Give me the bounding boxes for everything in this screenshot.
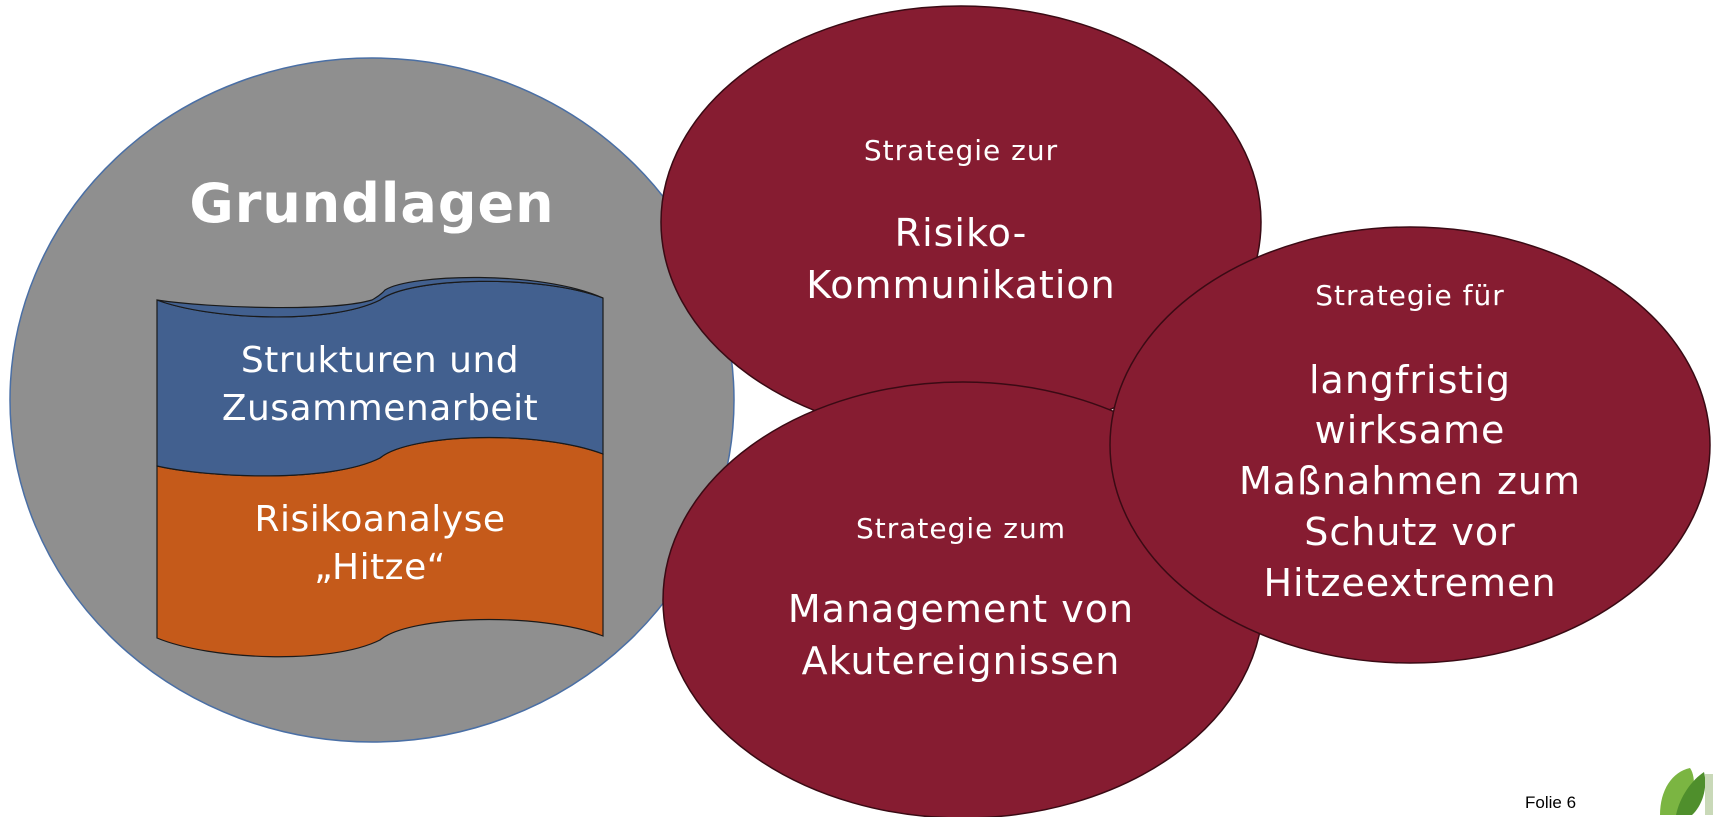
- structures-line-1: Strukturen und: [241, 340, 519, 381]
- strategy-title-long-term-line-4: Schutz vor: [1304, 510, 1515, 554]
- strategy-title-long-term-line-3: Maßnahmen zum: [1239, 459, 1581, 503]
- foundation-title: Grundlagen: [189, 172, 554, 235]
- strategy-ellipse-long-term: [1109, 226, 1711, 664]
- slide-number: Folie 6: [1525, 793, 1576, 812]
- strategy-title-long-term-line-1: langfristig: [1309, 358, 1511, 402]
- strategy-title-acute-management-line-1: Management von: [788, 587, 1134, 631]
- strategy-label-risk-communication: Strategie zur: [864, 134, 1058, 167]
- strategy-title-acute-management-line-2: Akutereignissen: [802, 639, 1121, 683]
- flag-top-curl: [156, 276, 604, 318]
- risk-analysis-line-1: Risikoanalyse: [254, 499, 505, 540]
- risk-analysis-line-2: „Hitze“: [314, 547, 446, 588]
- structures-line-2: Zusammenarbeit: [222, 388, 538, 429]
- leaf-logo-icon: [1660, 768, 1713, 815]
- strategy-title-long-term-line-5: Hitzeextremen: [1263, 561, 1556, 605]
- strategy-title-risk-communication-line-2: Kommunikation: [806, 263, 1115, 307]
- strategy-label-long-term: Strategie für: [1315, 279, 1504, 312]
- strategy-title-risk-communication-line-1: Risiko-: [895, 211, 1028, 255]
- strategy-label-acute-management: Strategie zum: [856, 512, 1066, 545]
- strategy-title-long-term-line-2: wirksame: [1315, 408, 1506, 452]
